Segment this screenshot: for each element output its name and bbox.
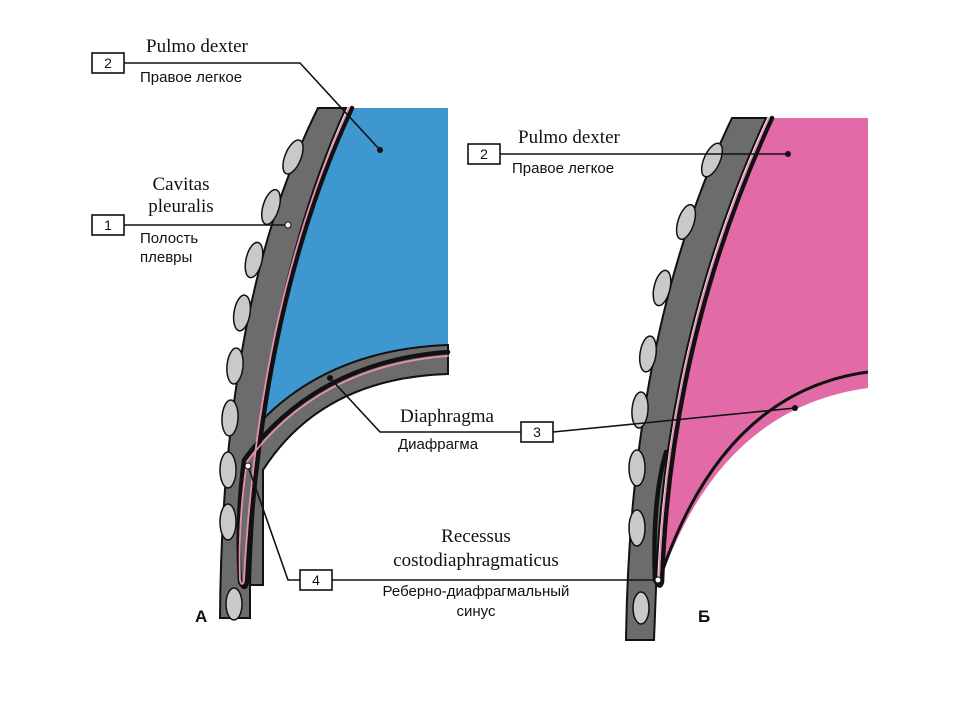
rib bbox=[219, 503, 237, 541]
leader-line bbox=[247, 465, 300, 581]
leader-dot bbox=[377, 147, 383, 153]
rib bbox=[700, 142, 724, 178]
rib bbox=[219, 451, 237, 489]
ribs-b bbox=[628, 142, 724, 625]
label-number: 2 bbox=[104, 55, 112, 71]
rib bbox=[225, 587, 243, 621]
label-number: 3 bbox=[533, 424, 541, 440]
label-latin: Recessus bbox=[441, 526, 511, 547]
panel-a-drawing bbox=[218, 105, 451, 621]
chest-wall-b bbox=[624, 117, 768, 641]
rib bbox=[282, 139, 304, 175]
label-latin: Cavitas bbox=[153, 174, 210, 195]
rib bbox=[631, 391, 649, 429]
rib bbox=[652, 269, 672, 307]
label-4: 4 Recessus costodiaphragmaticus Реберно-… bbox=[244, 462, 662, 620]
leader-dot bbox=[327, 375, 333, 381]
rib bbox=[244, 241, 264, 279]
label-number: 4 bbox=[312, 572, 320, 588]
panel-label-b: Б bbox=[698, 607, 710, 626]
rib bbox=[221, 399, 239, 437]
leader-line bbox=[329, 377, 521, 433]
label-number: 1 bbox=[104, 217, 112, 233]
label-latin: Diaphragma bbox=[400, 406, 494, 427]
label-latin: Pulmo dexter bbox=[518, 127, 621, 148]
leader-line bbox=[124, 62, 381, 151]
label-russian: Реберно-диафрагмальный bbox=[383, 583, 570, 600]
pleural-cavity-a bbox=[238, 107, 449, 585]
label-russian: плевры bbox=[140, 249, 192, 266]
lung-b bbox=[660, 118, 868, 582]
rib bbox=[675, 203, 697, 241]
label-latin: Pulmo dexter bbox=[146, 36, 249, 57]
rib bbox=[628, 509, 646, 547]
label-russian: синус bbox=[457, 603, 496, 620]
panel-label-a: А bbox=[195, 607, 207, 626]
leader-dot bbox=[284, 221, 292, 229]
leader-dot bbox=[244, 462, 252, 470]
rib bbox=[638, 335, 658, 373]
label-2a: 2 Pulmo dexter Правое легкое bbox=[91, 36, 383, 153]
label-russian: Правое легкое bbox=[140, 69, 242, 86]
leader-dot bbox=[785, 151, 791, 157]
label-latin: pleuralis bbox=[148, 196, 213, 217]
ribs-a bbox=[219, 139, 304, 621]
panel-b-drawing bbox=[624, 115, 869, 641]
label-russian: Диафрагма bbox=[398, 436, 479, 453]
label-2b: 2 Pulmo dexter Правое легкое bbox=[467, 127, 791, 177]
label-russian: Правое легкое bbox=[512, 160, 614, 177]
leader-dot bbox=[792, 405, 798, 411]
label-latin: costodiaphragmaticus bbox=[393, 550, 559, 571]
diaphragm-b bbox=[656, 370, 869, 585]
rib bbox=[632, 591, 650, 625]
label-3: 3 Diaphragma Диафрагма bbox=[327, 375, 798, 453]
rib bbox=[232, 294, 252, 332]
rib bbox=[628, 449, 646, 487]
label-number: 2 bbox=[480, 146, 488, 162]
label-russian: Полость bbox=[140, 230, 198, 247]
rib bbox=[226, 347, 244, 385]
diaphragm-a bbox=[239, 343, 449, 586]
label-1: 1 Cavitas pleuralis Полость плевры bbox=[91, 174, 292, 266]
parietal-pleura-b bbox=[652, 115, 775, 588]
leader-line bbox=[552, 407, 796, 433]
leader-dot bbox=[654, 576, 662, 584]
